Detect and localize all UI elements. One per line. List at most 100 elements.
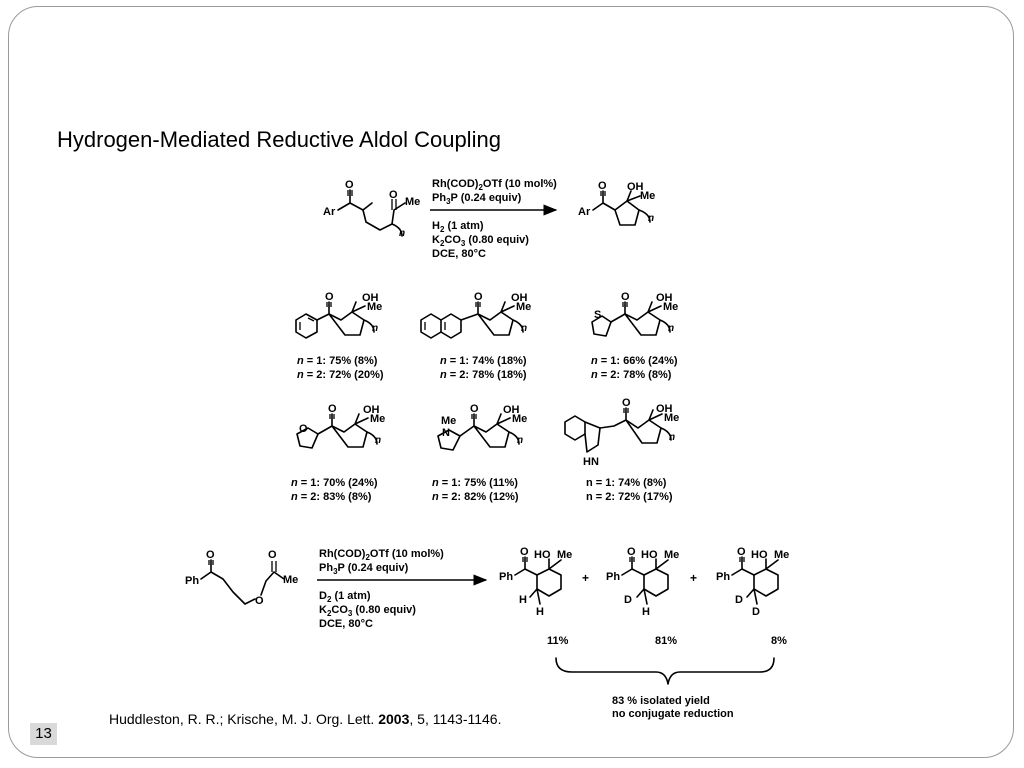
svg-text:OH: OH [503,404,520,416]
substrate-furyl: O O OH Me n n = 1: 70% (24%) n = 2: 83% … [291,403,385,503]
substrate-indolyl: HN O OH Me n n = 1: 74% (8%) n = 2: 72% … [564,397,679,503]
svg-text:n: n [521,323,527,334]
scheme1-conditions: Rh(COD)2OTf (10 mol%) Ph3P (0.24 equiv) … [430,178,558,260]
svg-text:Me: Me [370,413,385,425]
svg-text:O: O [622,397,631,409]
svg-text:O: O [474,291,483,303]
svg-text:N: N [442,427,450,439]
svg-text:OH: OH [363,404,380,416]
svg-text:n: n [372,323,378,334]
svg-text:O: O [389,189,398,201]
svg-text:Me: Me [664,549,679,561]
svg-text:Rh(COD)2OTf (10 mol%): Rh(COD)2OTf (10 mol%) [319,548,444,562]
svg-text:O: O [328,403,337,415]
svg-text:D: D [735,594,743,606]
svg-text:Ph3P (0.24 equiv): Ph3P (0.24 equiv) [319,562,409,576]
scheme1-reactant: Ar O O Me n [323,179,420,239]
reactant-me-label: Me [405,196,420,208]
svg-text:Ph: Ph [606,571,620,583]
product-ar-label: Ar [578,206,591,218]
plus-sign-2: + [690,571,697,585]
svg-text:Me: Me [774,549,789,561]
svg-text:n = 2: 83% (8%): n = 2: 83% (8%) [291,491,372,503]
svg-text:81%: 81% [655,635,677,647]
svg-text:O: O [299,423,308,435]
svg-text:Rh(COD)2OTf (10 mol%): Rh(COD)2OTf (10 mol%) [432,178,557,192]
svg-text:OH: OH [627,181,644,193]
svg-text:n = 2: 78% (8%): n = 2: 78% (8%) [591,369,672,381]
substrate-pyrrolyl: Me N O OH Me n n = 1: 75% (11%) n = 2: 8… [432,403,527,503]
svg-text:n = 2: 72% (17%): n = 2: 72% (17%) [586,491,673,503]
slide-title: Hydrogen-Mediated Reductive Aldol Coupli… [57,127,501,152]
svg-text:O: O [206,549,215,561]
reactant-ar-label: Ar [323,206,336,218]
reactant-n-label: n [399,228,405,239]
svg-text:O: O [470,403,479,415]
svg-text:O: O [627,546,636,558]
svg-text:OH: OH [656,292,673,304]
svg-text:OH: OH [362,292,379,304]
svg-text:n = 1: 66% (24%): n = 1: 66% (24%) [591,355,678,367]
svg-text:Ph3P (0.24 equiv): Ph3P (0.24 equiv) [432,192,522,206]
svg-text:11%: 11% [547,635,569,647]
svg-text:H2 (1 atm): H2 (1 atm) [432,220,484,234]
svg-text:D: D [624,594,632,606]
svg-text:O: O [255,595,264,607]
svg-text:Me: Me [664,412,679,424]
svg-text:H: H [519,594,527,606]
svg-text:Me: Me [640,190,655,202]
svg-text:n = 1: 74% (8%): n = 1: 74% (8%) [586,477,667,489]
scheme1-product: Ar O OH Me n [578,180,655,226]
svg-text:D: D [752,606,760,618]
svg-text:OH: OH [656,403,673,415]
summary-brace [555,657,775,685]
svg-text:D2 (1 atm): D2 (1 atm) [319,590,371,604]
svg-text:Me: Me [663,301,678,313]
svg-text:Me: Me [512,413,527,425]
svg-text:O: O [520,546,529,558]
svg-text:Me: Me [557,549,572,561]
substrate-naphthyl: O OH Me n n = 1: 74% (18%) n = 2: 78% (1… [420,291,531,381]
svg-text:n = 1: 70% (24%): n = 1: 70% (24%) [291,477,378,489]
svg-text:n: n [669,432,675,443]
svg-text:n = 1: 75% (8%): n = 1: 75% (8%) [297,355,378,367]
page-number: 13 [30,723,57,745]
svg-text:n: n [517,435,523,446]
svg-text:O: O [268,549,277,561]
substrate-phenyl: O OH Me n n = 1: 75% (8%) n = 2: 72% (20… [295,291,384,381]
svg-text:O: O [598,180,607,192]
svg-text:O: O [325,291,334,303]
summary-line-2: no conjugate reduction [612,708,734,720]
svg-text:8%: 8% [771,635,787,647]
svg-text:K2CO3 (0.80 equiv): K2CO3 (0.80 equiv) [432,234,529,248]
svg-text:H: H [536,606,544,618]
scheme2-product-3: Ph O HO Me D D 8% [716,546,789,647]
substrate-thienyl: S O OH Me n n = 1: 66% (24%) n = 2: 78% … [591,291,678,381]
svg-text:OH: OH [511,292,528,304]
svg-text:Me: Me [283,574,298,586]
svg-text:H: H [642,606,650,618]
svg-text:O: O [621,291,630,303]
svg-text:n = 2: 82% (12%): n = 2: 82% (12%) [432,491,519,503]
svg-text:O: O [737,546,746,558]
svg-text:HO: HO [641,549,658,561]
scheme2-reactant: Ph O O O Me [185,549,298,607]
svg-text:Ph: Ph [499,571,513,583]
svg-text:n: n [375,435,381,446]
summary-line-1: 83 % isolated yield [612,695,710,707]
svg-text:Ph: Ph [185,575,199,587]
svg-text:n = 1: 75% (11%): n = 1: 75% (11%) [432,477,518,489]
svg-text:Me: Me [441,415,456,427]
svg-text:K2CO3 (0.80 equiv): K2CO3 (0.80 equiv) [319,604,416,618]
svg-text:HO: HO [534,549,551,561]
scheme2-conditions: Rh(COD)2OTf (10 mol%) Ph3P (0.24 equiv) … [317,548,488,630]
svg-text:n: n [648,213,654,224]
scheme2-product-1: Ph O HO Me H H 11% [499,546,572,647]
svg-text:HO: HO [751,549,768,561]
svg-text:Me: Me [367,301,382,313]
plus-sign-1: + [582,571,589,585]
svg-text:HN: HN [583,456,599,468]
svg-text:Ph: Ph [716,571,730,583]
svg-text:O: O [345,179,354,191]
